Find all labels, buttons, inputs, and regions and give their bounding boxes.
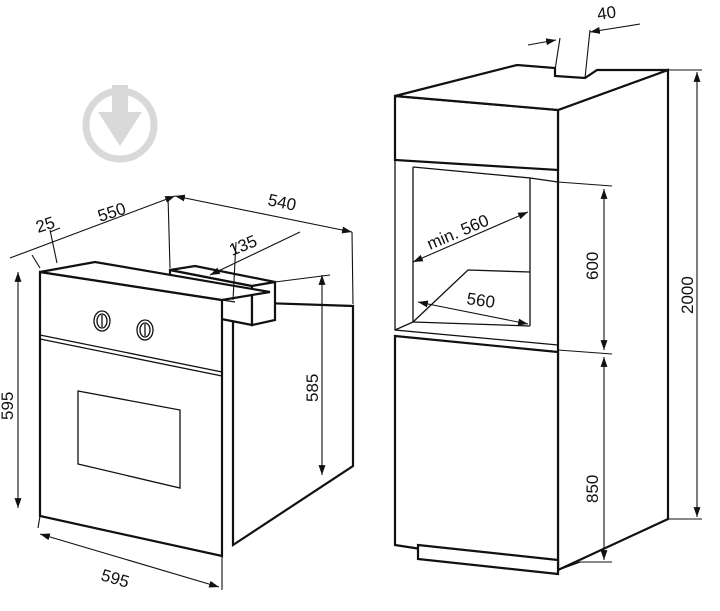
oven-drawing: [9, 194, 355, 590]
oven-knob-icon: [93, 310, 111, 332]
dim-label-550: 550: [95, 199, 128, 226]
dim-label-595-width: 595: [99, 566, 132, 592]
dim-label-min-560: min. 560: [424, 211, 491, 254]
dim-label-25: 25: [33, 213, 57, 237]
dim-label-135: 135: [226, 231, 259, 259]
dim-label-540: 540: [266, 190, 298, 214]
oven-knob-icon-2: [136, 319, 154, 341]
dim-label-585: 585: [303, 374, 322, 402]
dim-label-850: 850: [583, 475, 602, 503]
cabinet-drawing: [393, 23, 702, 576]
dim-label-595-vertical: 595: [0, 392, 17, 420]
dim-label-600: 600: [583, 252, 602, 280]
dim-label-2000: 2000: [678, 276, 697, 314]
watermark-download-icon: [82, 85, 158, 163]
dim-label-560: 560: [465, 289, 496, 312]
dim-label-40: 40: [596, 3, 617, 24]
